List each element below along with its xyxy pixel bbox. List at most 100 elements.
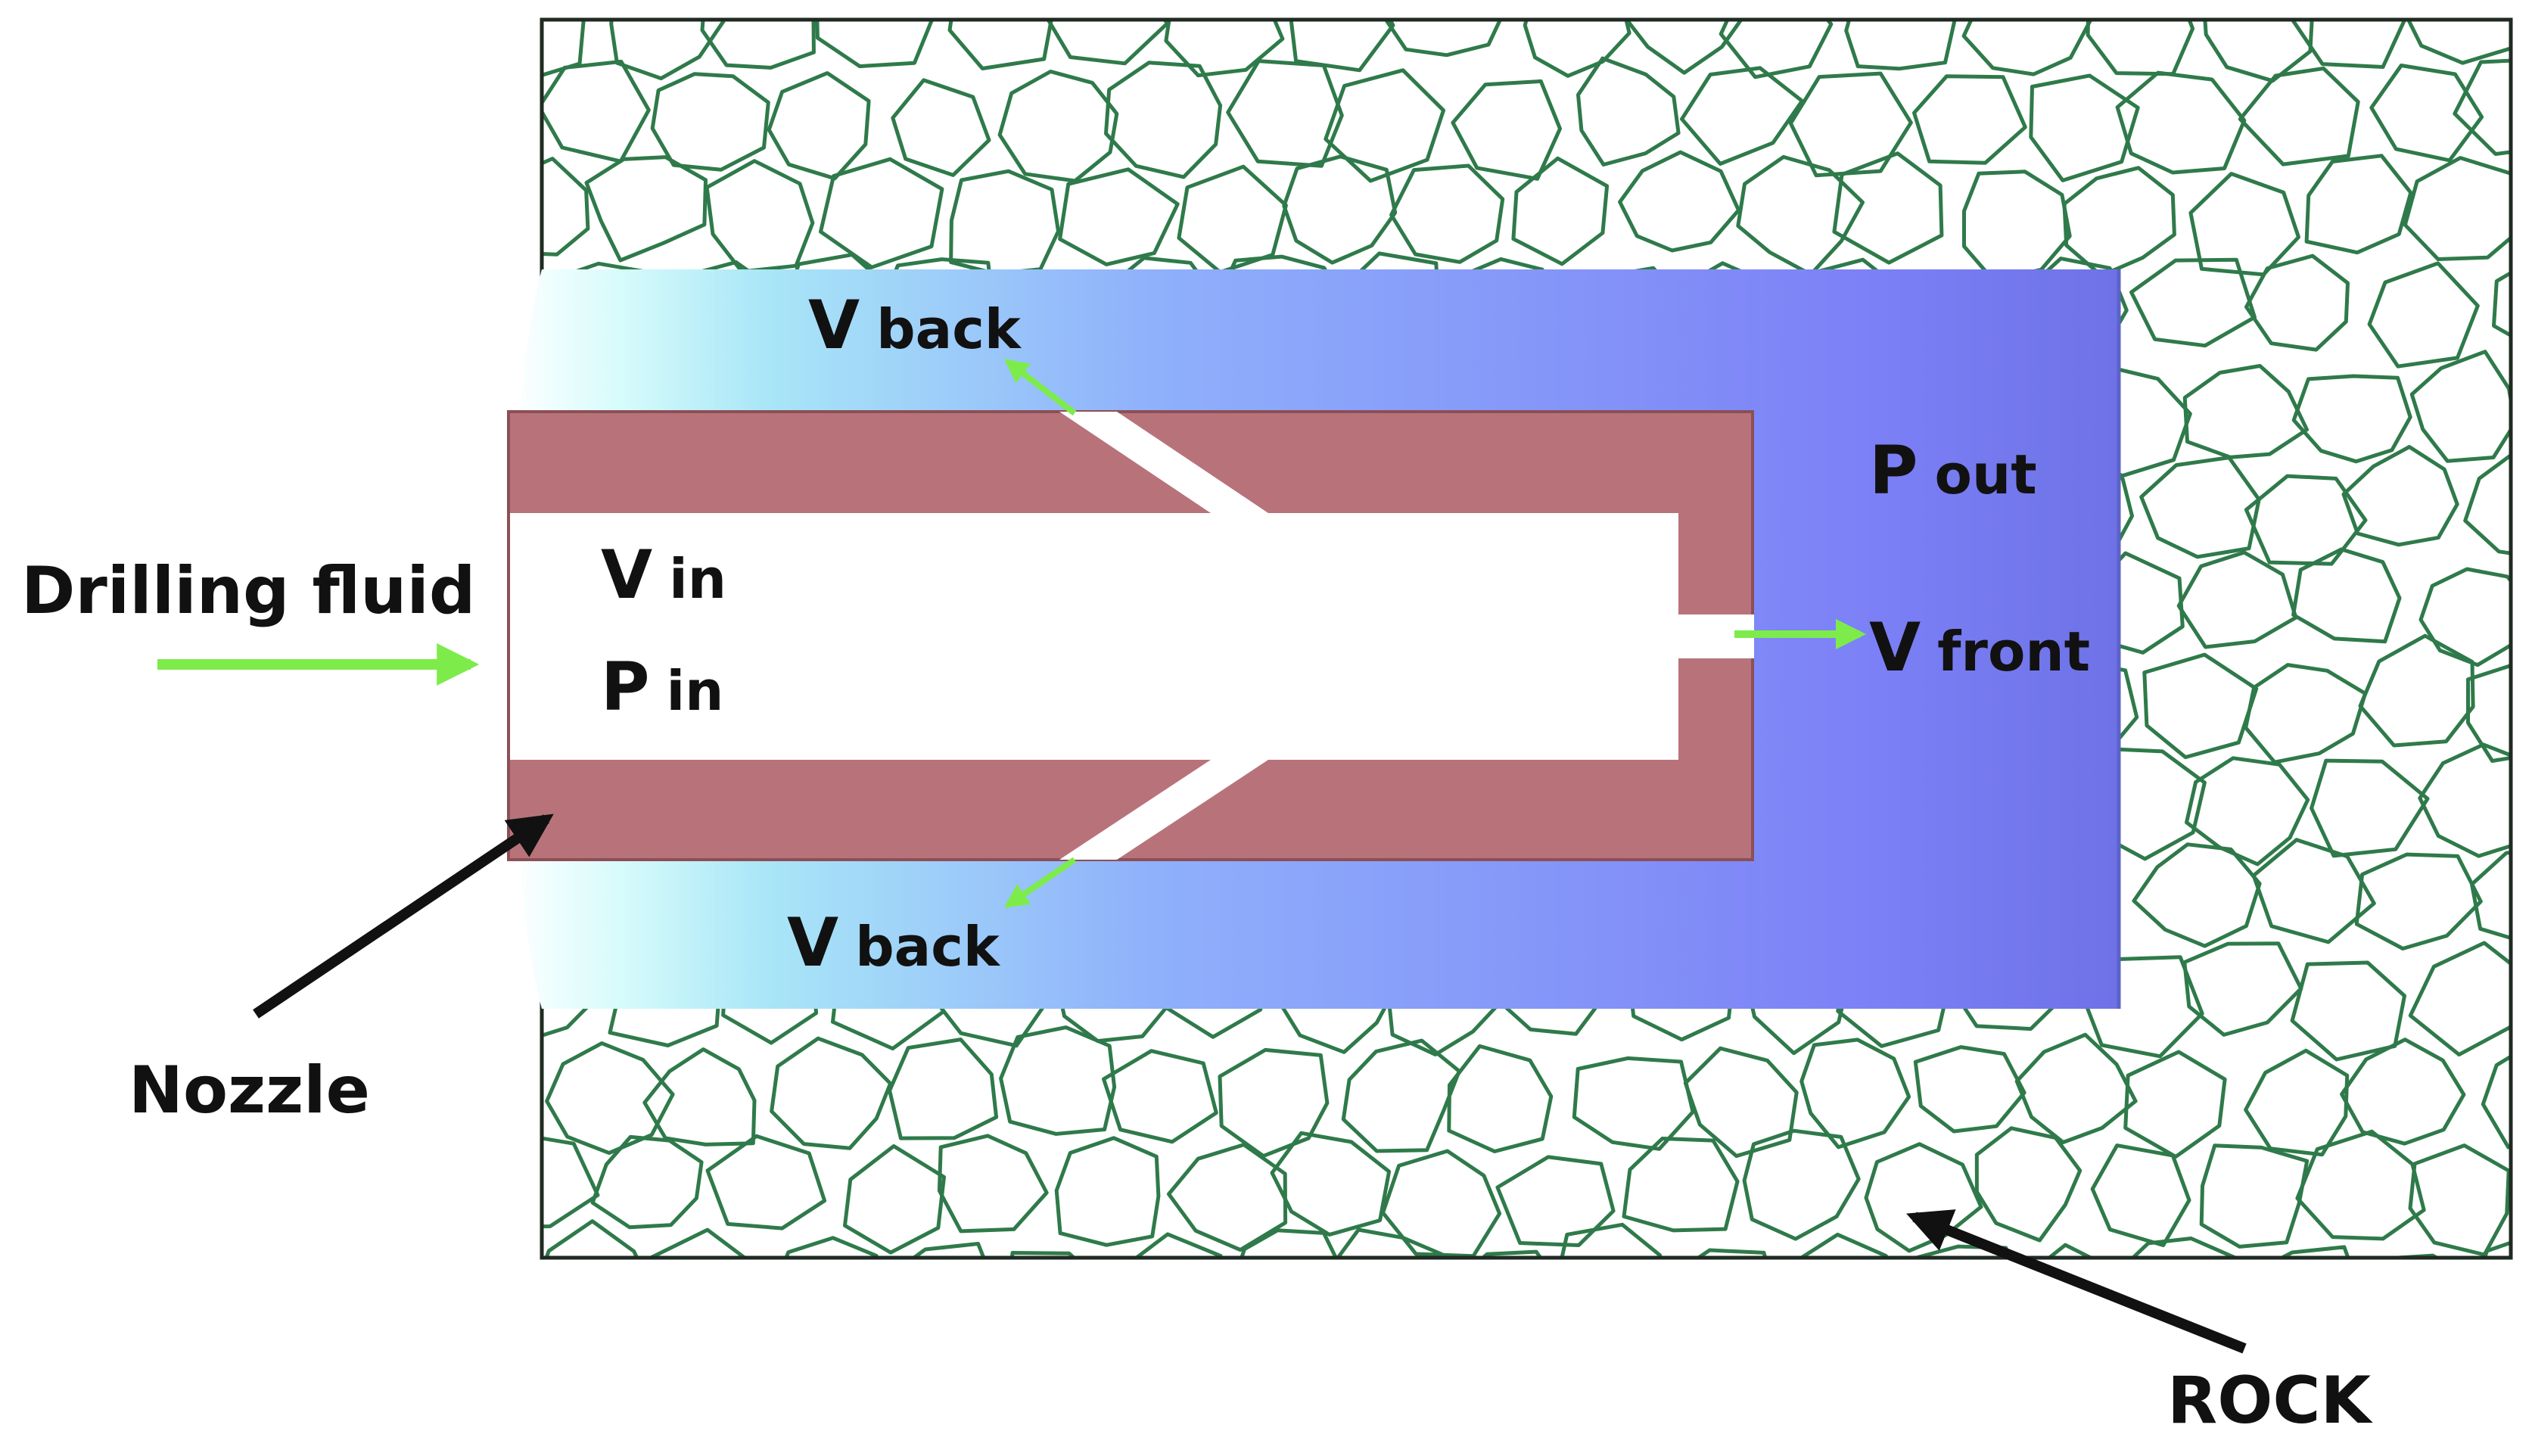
rock-grain — [2142, 652, 2259, 760]
rock-grain — [1447, 1044, 1554, 1153]
rock-grain — [1240, 1228, 1339, 1258]
rock-grain — [542, 157, 590, 257]
rock-grain — [1974, 1126, 2083, 1243]
rock-grain — [2369, 64, 2484, 163]
rock-grain — [784, 1236, 879, 1258]
rock-grain — [843, 1144, 946, 1255]
rock-grain — [1736, 154, 1865, 277]
rock-grain — [1164, 20, 1285, 78]
rock-grain — [1788, 71, 1913, 178]
rock-grain — [2341, 445, 2459, 547]
rock-grain — [1560, 1222, 1663, 1258]
rock-grain — [999, 1025, 1117, 1136]
rock-grain — [609, 20, 726, 81]
rock-grain — [2481, 1054, 2511, 1150]
rock-grain — [584, 155, 708, 263]
rock-grain — [1618, 150, 1740, 253]
rock-grain — [1680, 66, 1804, 166]
rock-grain — [2406, 20, 2511, 65]
nozzle-inner-channel — [510, 513, 1678, 760]
rock-grain — [1218, 1047, 1330, 1159]
rock-grain — [642, 1047, 757, 1146]
rock-grain — [1622, 1137, 1740, 1233]
rock-grain — [2291, 547, 2402, 644]
rock-grain — [2251, 838, 2376, 944]
rock-callout-arrow — [1906, 1209, 2247, 1354]
rock-grain — [1341, 1038, 1461, 1153]
rock-grain — [937, 1134, 1049, 1234]
back-jet-arrow-bottom — [1003, 857, 1077, 908]
rock-grain — [700, 20, 816, 70]
rock-grain — [650, 72, 770, 172]
rock-grain — [1913, 1045, 2027, 1134]
rock-grain — [2466, 663, 2511, 763]
rock-grain — [590, 1134, 704, 1230]
rock-grain — [1133, 1232, 1223, 1258]
rock-grain — [1832, 151, 1944, 265]
rock-grain — [1009, 1251, 1077, 1258]
rock-grain — [1797, 1232, 1889, 1258]
rock-grain — [2244, 474, 2368, 566]
rock-grain — [2358, 633, 2475, 748]
rock-grain — [2086, 20, 2195, 76]
rock-grain — [2418, 742, 2511, 858]
rock-grain — [819, 157, 944, 269]
rock-grain — [2185, 756, 2310, 866]
rock-grain — [1912, 74, 2027, 165]
nozzle-callout-arrow — [253, 814, 554, 1019]
rock-grain — [649, 1227, 748, 1258]
rock-grain — [544, 1219, 639, 1258]
back-jet-arrow-top — [1003, 359, 1077, 416]
rock-grain — [2182, 364, 2309, 459]
rock-grain — [2278, 1245, 2350, 1258]
rock-grain — [1383, 20, 1503, 58]
rock-grain — [2340, 1038, 2466, 1146]
rock-grain — [910, 1242, 986, 1258]
rock-grain — [1335, 1227, 1448, 1258]
rock-grain — [2310, 758, 2430, 858]
rock-grain — [767, 71, 871, 181]
rock-grain — [2470, 850, 2511, 941]
rock-grain — [2130, 1237, 2240, 1258]
rock-grain — [705, 159, 815, 274]
rock-grain — [1289, 20, 1395, 73]
rock-grain — [2014, 1032, 2138, 1144]
back-orifice-bottom — [1059, 760, 1268, 860]
nozzle-label: Nozzle — [129, 1053, 370, 1128]
rock-grain — [1624, 20, 1744, 75]
rock-grain — [2354, 852, 2483, 950]
rock-grain — [1719, 20, 1834, 79]
rock-grain — [2403, 156, 2511, 261]
rock-grain — [2390, 1253, 2440, 1258]
rock-grain — [1523, 20, 1631, 78]
rock-grain — [1683, 1046, 1799, 1159]
rock-grain — [542, 1136, 600, 1229]
rock-grain — [947, 20, 1053, 70]
rock-grain — [2203, 20, 2314, 83]
rock-grain — [2492, 270, 2511, 338]
rock-grain — [2123, 1050, 2227, 1159]
rock-grain — [2453, 58, 2511, 156]
rock-grain — [1381, 1149, 1502, 1258]
back-orifice-top — [1059, 412, 1268, 513]
rock-grain — [815, 20, 935, 69]
rock-grain — [1912, 1244, 2011, 1258]
rock-grain — [2132, 842, 2262, 948]
rock-grain — [2295, 1129, 2426, 1241]
rock-grain — [2418, 567, 2511, 667]
rock-grain — [1226, 59, 1344, 168]
rock-grain — [1451, 79, 1562, 181]
rock-grain — [2304, 154, 2413, 255]
rock-grain — [1389, 163, 1505, 264]
rock-grain — [2291, 374, 2412, 464]
rock-grain — [705, 1134, 827, 1230]
rock-grain — [1058, 167, 1180, 266]
rock-label: ROCK — [2167, 1363, 2373, 1439]
